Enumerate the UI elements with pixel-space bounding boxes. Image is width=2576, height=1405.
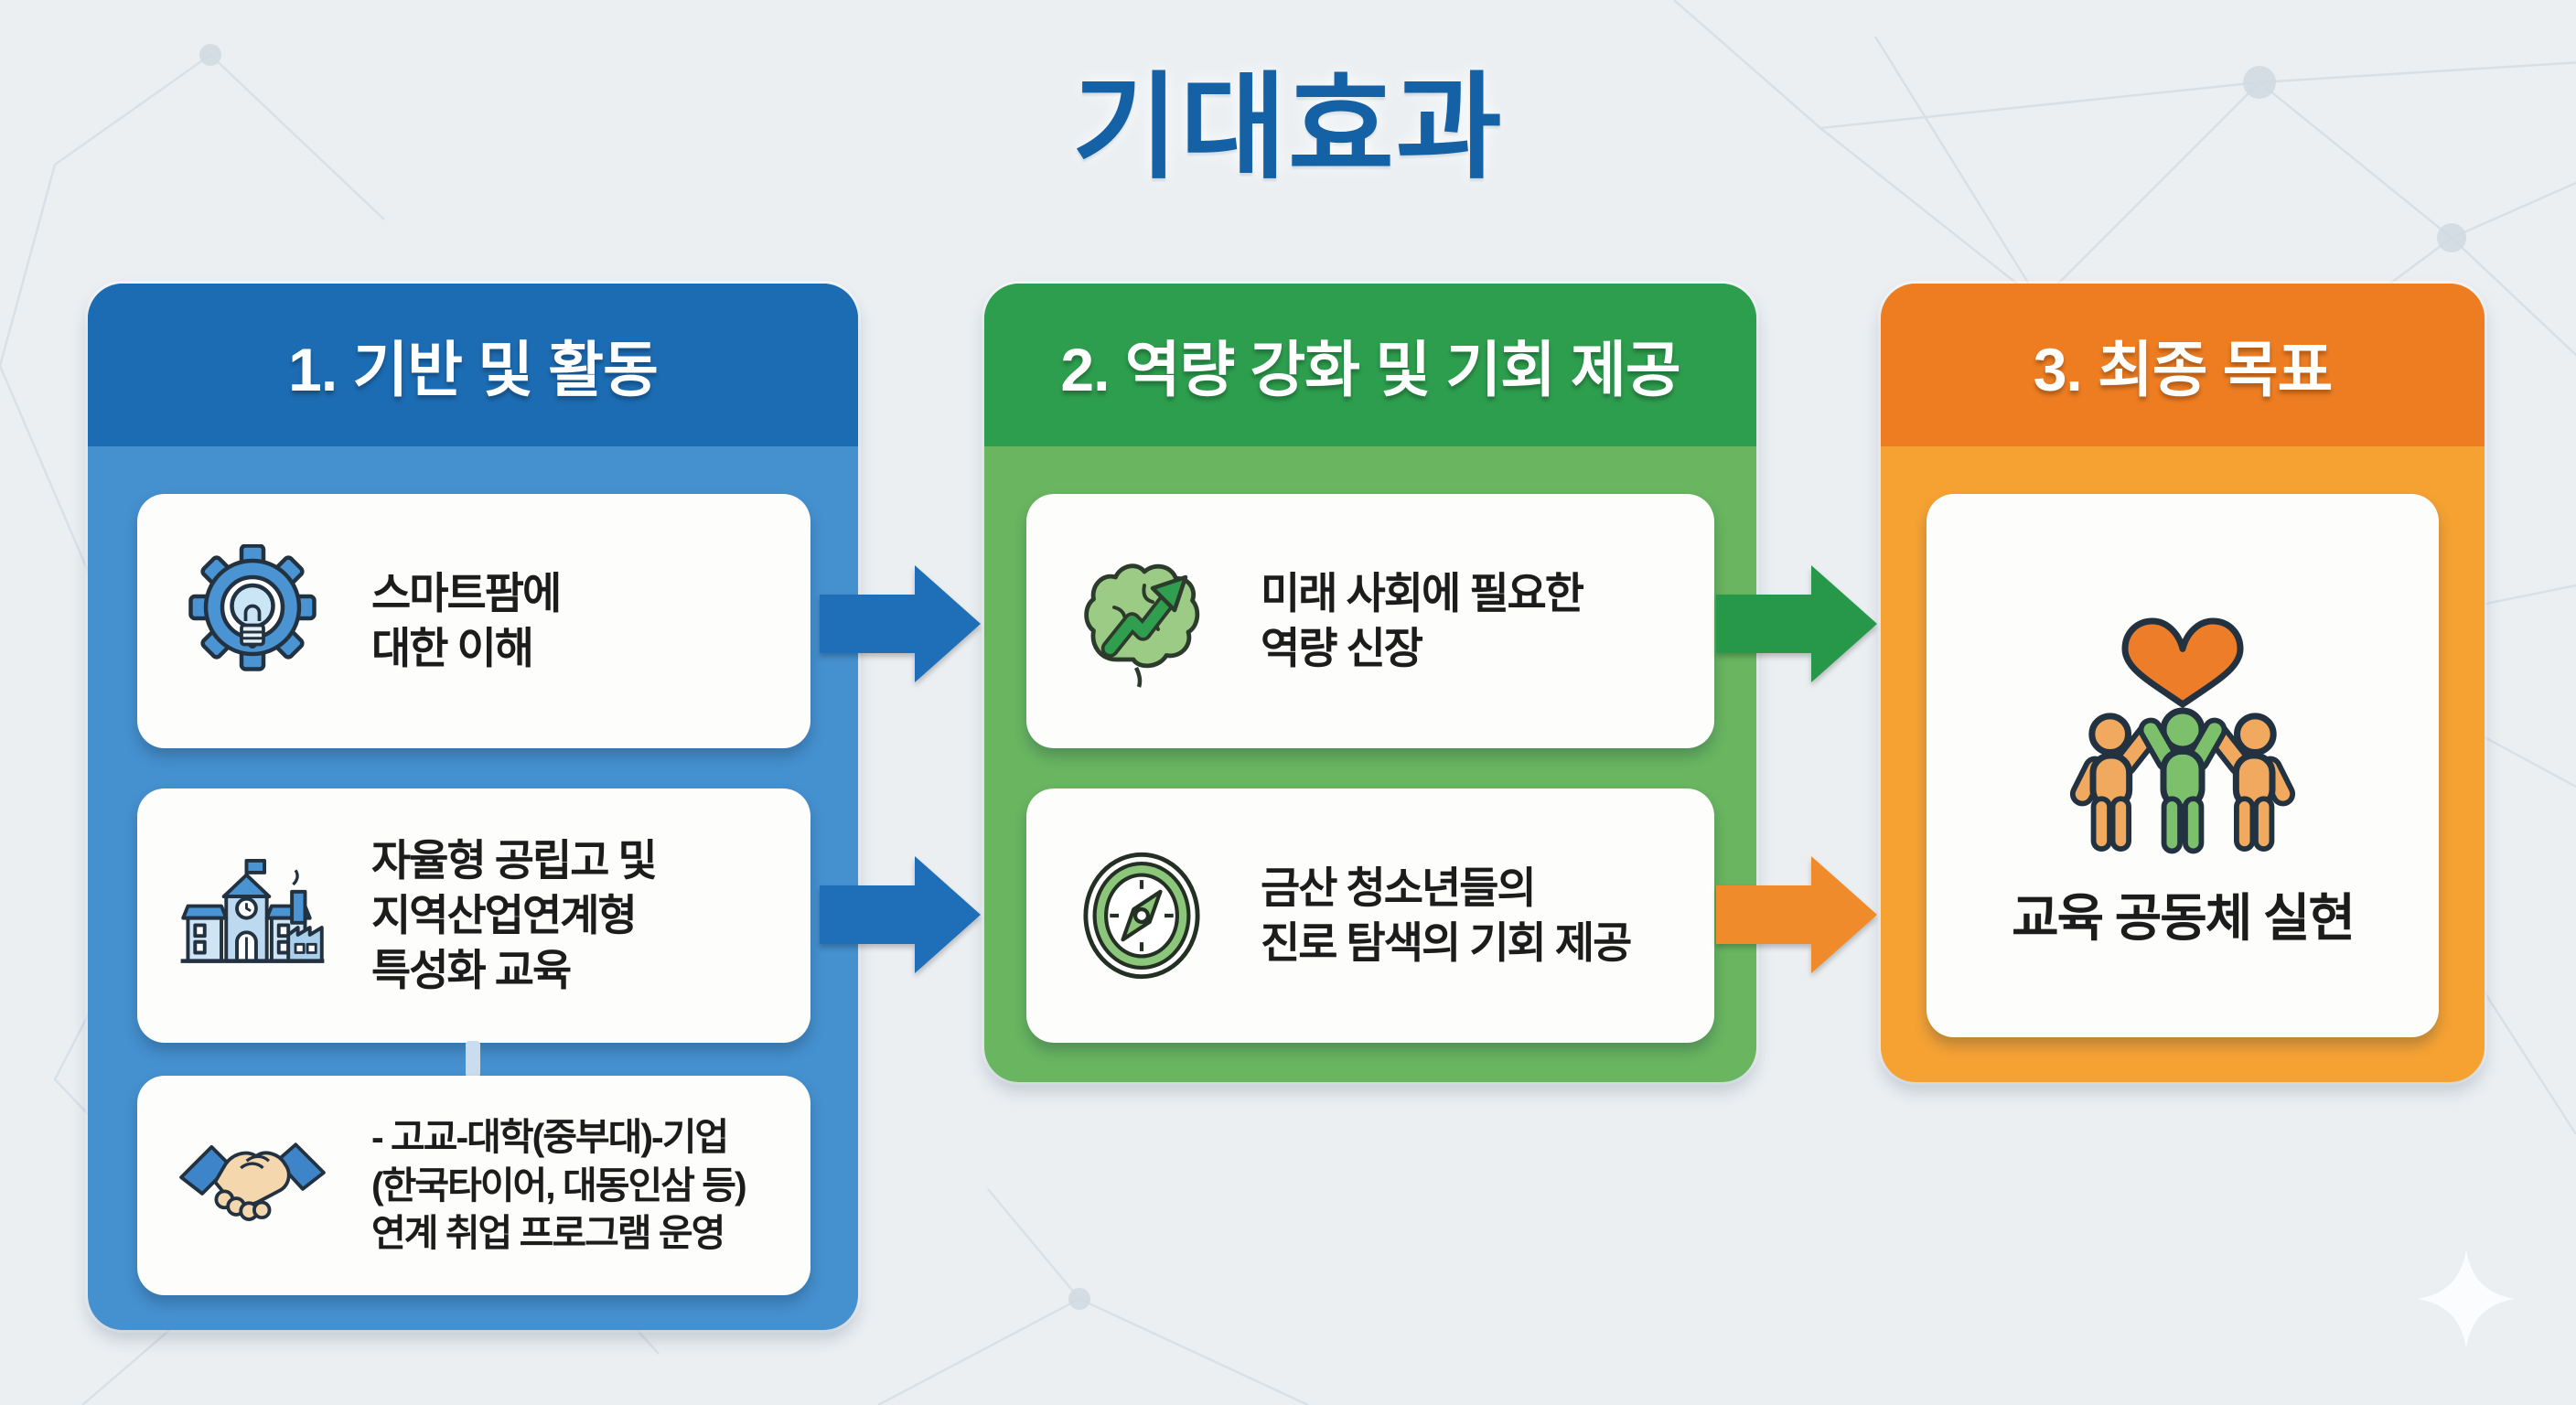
card-career-exploration: 금산 청소년들의 진로 탐색의 기회 제공 <box>1026 788 1714 1043</box>
sparkle-icon <box>2417 1249 2516 1348</box>
card-smartfarm: 스마트팜에 대한 이해 <box>137 494 810 748</box>
arrow-capacity-to-goal-2 <box>1716 856 1877 973</box>
card-education-community: 교육 공동체 실현 <box>1927 494 2439 1037</box>
card-employment-program: - 고교-대학(중부대)-기업 (한국타이어, 대동인삼 등) 연계 취업 프로… <box>137 1076 810 1295</box>
compass-icon <box>1063 847 1220 984</box>
card-employment-program-text: - 고교-대학(중부대)-기업 (한국타이어, 대동인삼 등) 연계 취업 프로… <box>371 1116 747 1255</box>
arrow-foundation-to-capacity-1 <box>820 565 981 682</box>
card-career-exploration-text: 금산 청소년들의 진로 탐색의 기회 제공 <box>1261 863 1632 967</box>
arrow-capacity-to-goal-1 <box>1716 565 1877 682</box>
column-2-header: 2. 역량 강화 및 기회 제공 <box>984 284 1756 446</box>
column-capacity-opportunity: 2. 역량 강화 및 기회 제공 미래 사회에 필요한 역량 신장 <box>984 284 1756 1082</box>
community-heart-icon <box>2055 580 2311 854</box>
card-future-competency-text: 미래 사회에 필요한 역량 신장 <box>1261 568 1584 672</box>
card-specialized-education-text: 자율형 공립고 및 지역산업연계형 특성화 교육 <box>371 835 658 995</box>
column-final-goal: 3. 최종 목표 <box>1881 284 2485 1082</box>
card-connector <box>466 1041 480 1078</box>
brain-growth-icon <box>1063 552 1220 690</box>
page-title: 기대효과 <box>1072 63 1504 192</box>
column-foundation-activities: 1. 기반 및 활동 <box>88 284 858 1330</box>
arrow-foundation-to-capacity-2 <box>820 856 981 973</box>
gear-lightbulb-icon <box>174 544 331 698</box>
card-education-community-text: 교육 공동체 실현 <box>2012 889 2356 948</box>
card-smartfarm-text: 스마트팜에 대한 이해 <box>371 568 562 672</box>
school-industry-icon <box>174 855 331 976</box>
card-future-competency: 미래 사회에 필요한 역량 신장 <box>1026 494 1714 748</box>
handshake-icon <box>174 1132 331 1239</box>
card-specialized-education: 자율형 공립고 및 지역산업연계형 특성화 교육 <box>137 788 810 1043</box>
column-1-header: 1. 기반 및 활동 <box>88 284 858 446</box>
column-3-header: 3. 최종 목표 <box>1881 284 2485 446</box>
